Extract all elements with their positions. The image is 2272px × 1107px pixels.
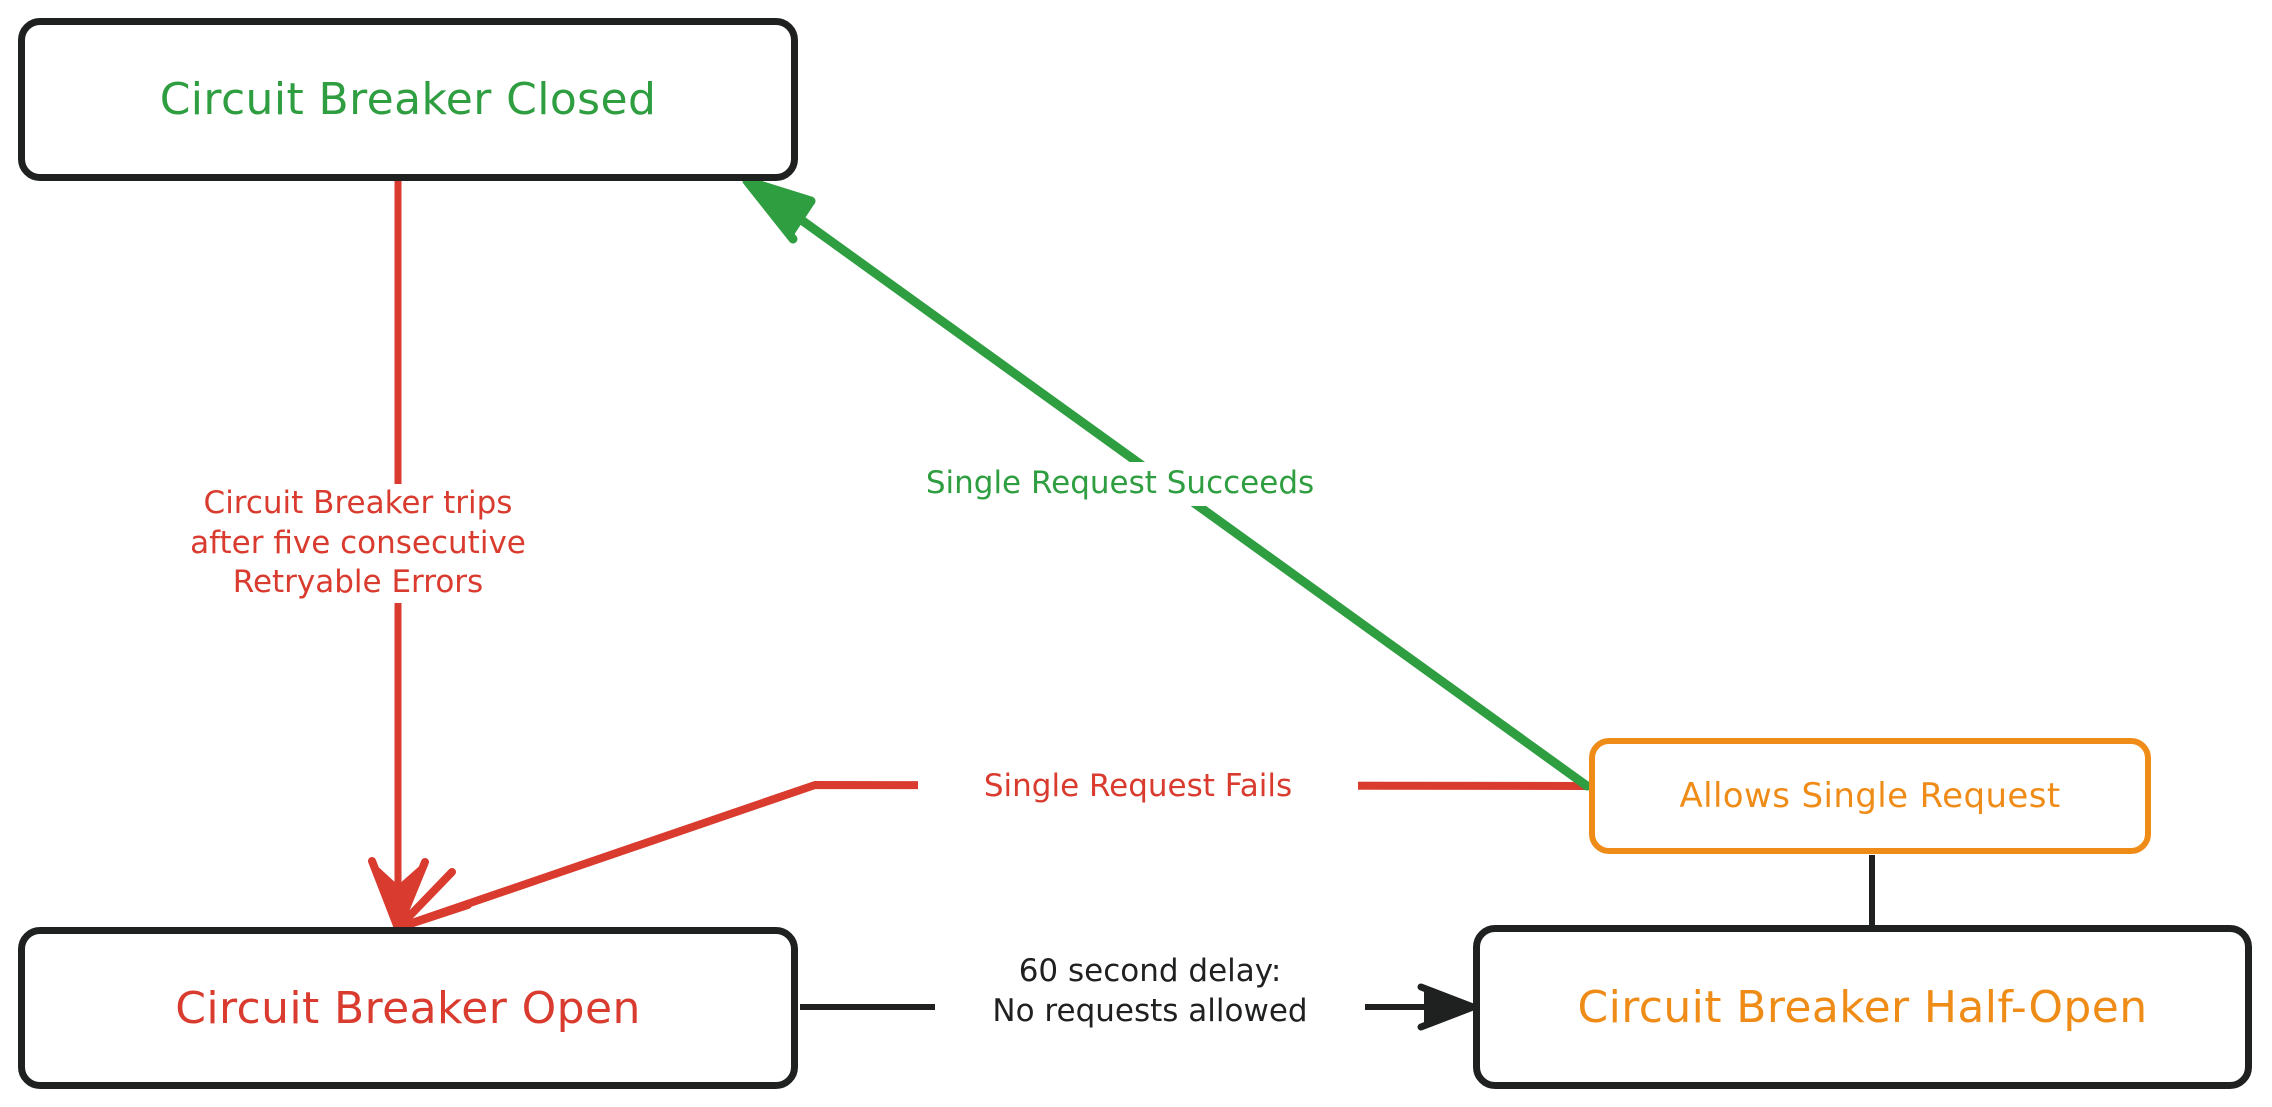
node-circuit-breaker-closed-label: Circuit Breaker Closed: [159, 74, 657, 125]
node-circuit-breaker-half-open-label: Circuit Breaker Half-Open: [1577, 981, 2148, 1033]
edge-label-succeeds: Single Request Succeeds: [880, 462, 1360, 506]
edge-label-trips-line-3: Retryable Errors: [232, 564, 484, 601]
edge-label-delay-line-1: 60 second delay:: [1018, 953, 1282, 989]
edge-label-delay-line-2: No requests allowed: [992, 992, 1308, 1029]
edge-label-succeeds-line-1: Single Request Succeeds: [925, 465, 1315, 501]
edge-label-trips-line-2: after five consecutive: [190, 524, 526, 561]
node-allows-single-request-label: Allows Single Request: [1679, 776, 2061, 816]
edge-label-delay: 60 second delay: No requests allowed: [935, 952, 1365, 1032]
edge-label-fails-line-1: Single Request Fails: [983, 768, 1293, 804]
node-circuit-breaker-open[interactable]: Circuit Breaker Open: [18, 927, 798, 1089]
edge-label-trips: Circuit Breaker trips after five consecu…: [148, 484, 568, 604]
edge-label-fails: Single Request Fails: [918, 764, 1358, 810]
node-circuit-breaker-open-label: Circuit Breaker Open: [175, 982, 641, 1034]
node-circuit-breaker-closed[interactable]: Circuit Breaker Closed: [18, 18, 798, 181]
node-circuit-breaker-half-open[interactable]: Circuit Breaker Half-Open: [1473, 925, 2252, 1089]
node-allows-single-request[interactable]: Allows Single Request: [1589, 738, 2151, 854]
edge-label-trips-line-1: Circuit Breaker trips: [203, 485, 513, 521]
